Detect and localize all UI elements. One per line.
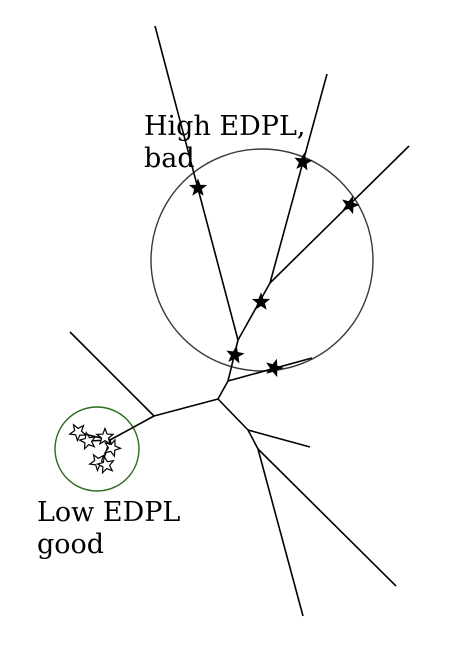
filled-star-icon xyxy=(226,345,245,364)
filled-star-icon xyxy=(251,292,271,310)
high-edpl-label-line1: High EDPL, xyxy=(144,111,305,142)
open-star-icon xyxy=(68,423,88,443)
filled-star-icon xyxy=(342,195,360,215)
open-star-icon xyxy=(77,431,97,451)
low-edpl-label: Low EDPL good xyxy=(37,497,189,560)
high-edpl-label-line2: bad xyxy=(144,143,195,174)
high-edpl-region-circle xyxy=(150,148,374,372)
low-edpl-label-line2: good xyxy=(37,529,104,560)
branch-top-right xyxy=(269,145,410,284)
branch-upper-left xyxy=(69,331,155,417)
branch-to-left-node xyxy=(153,398,219,417)
low-edpl-label-line1: Low EDPL xyxy=(37,497,180,528)
branch-bottom-right xyxy=(257,448,397,587)
branch-bottom xyxy=(257,448,304,617)
high-edpl-star-markers xyxy=(188,152,360,378)
branch-inner-link xyxy=(237,282,271,341)
branch-central-stem xyxy=(217,380,229,400)
open-star-icon xyxy=(95,455,115,475)
filled-star-icon xyxy=(188,178,208,196)
branch-to-lower-node xyxy=(217,398,249,431)
low-edpl-star-markers xyxy=(68,423,123,475)
branch-lower-inner xyxy=(247,429,259,450)
tree-branches xyxy=(69,25,410,617)
low-edpl-region-circle xyxy=(54,406,140,492)
branch-short-lower-right xyxy=(247,429,311,448)
open-star-icon xyxy=(95,426,115,446)
open-star-icon xyxy=(103,438,123,458)
branch-to-cluster xyxy=(109,415,155,441)
branch-top-middle xyxy=(269,73,328,284)
filled-star-icon xyxy=(266,358,284,378)
high-edpl-label: High EDPL, bad xyxy=(144,111,314,174)
filled-star-icon xyxy=(294,152,313,171)
